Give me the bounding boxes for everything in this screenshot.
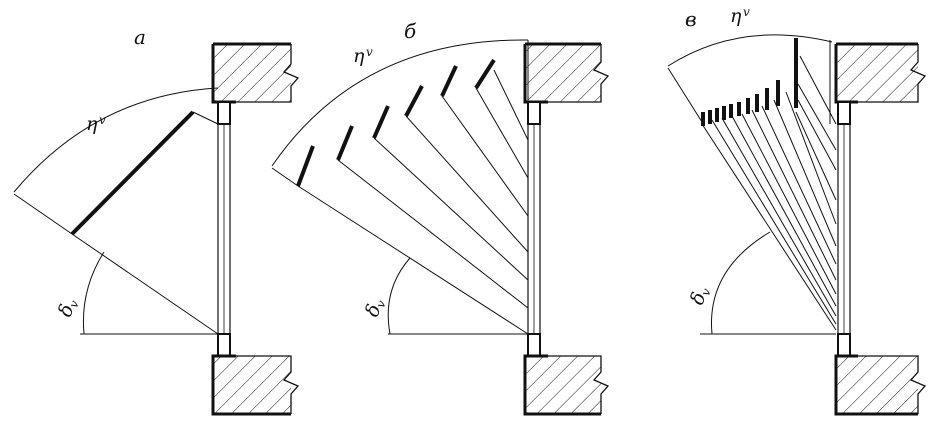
panel-a: а η v δ v — [13, 25, 300, 416]
wall-bottom-b — [523, 333, 610, 416]
louver-slat-b — [336, 125, 354, 161]
louver-slats-v — [701, 38, 798, 126]
delta-label-v: δ v — [686, 286, 714, 307]
svg-text:v: v — [99, 113, 106, 127]
eta-label-b: η v — [353, 45, 373, 67]
wall-bottom-a — [211, 333, 300, 416]
window-a — [217, 124, 231, 334]
svg-text:v: v — [698, 286, 714, 297]
wall-top-v — [834, 42, 927, 125]
geometry-v — [667, 34, 837, 335]
wall-top-a — [211, 42, 300, 125]
geometry-b — [271, 39, 529, 335]
svg-text:η: η — [86, 113, 98, 135]
wall-bottom-v — [834, 333, 927, 416]
svg-text:v: v — [366, 45, 373, 59]
panel-label-a: а — [134, 25, 146, 49]
panel-label-v: в — [685, 7, 697, 31]
louver-slats-b — [296, 58, 496, 187]
delta-label-a: δ v — [54, 298, 82, 319]
eta-label-a: η v — [86, 113, 106, 135]
window-v — [837, 124, 851, 334]
svg-text:v: v — [373, 298, 389, 309]
wall-top-b — [523, 42, 610, 125]
eta-label-v: η v — [730, 5, 750, 27]
window-b — [527, 124, 541, 334]
louver-slat-b — [474, 58, 496, 90]
delta-label-b: δ v — [361, 298, 389, 319]
louver-slat-b — [404, 85, 424, 117]
louver-slat-b — [440, 65, 458, 97]
louver-slat-b — [372, 105, 390, 139]
svg-text:v: v — [66, 298, 82, 309]
svg-text:η: η — [730, 5, 742, 27]
svg-text:η: η — [353, 45, 365, 67]
louver-slat-b — [296, 145, 315, 187]
panel-label-b: б — [404, 19, 417, 43]
panel-v: в η v δ v — [667, 5, 927, 416]
louver-slat-a — [70, 110, 195, 236]
svg-text:v: v — [743, 5, 750, 19]
panel-b: б η v δ v — [271, 19, 610, 416]
geometry-a — [13, 87, 219, 335]
